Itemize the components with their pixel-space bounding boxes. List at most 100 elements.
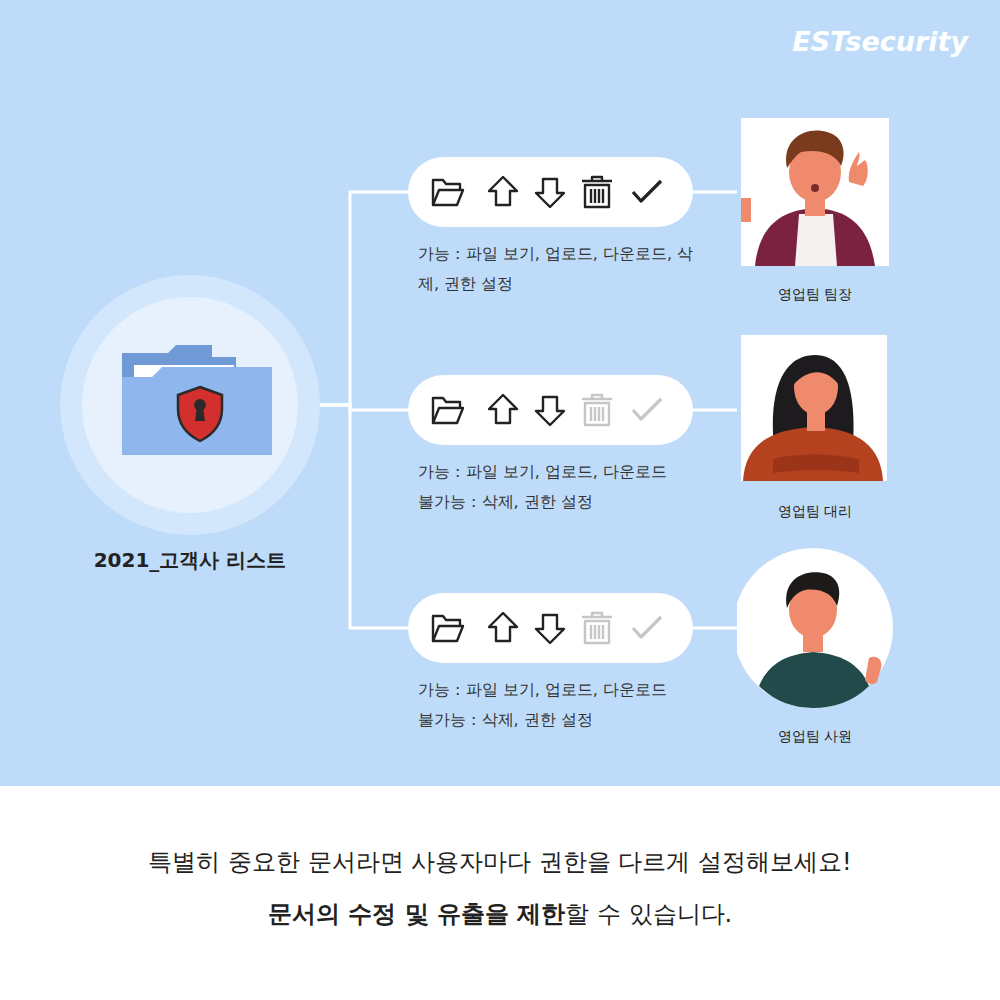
portrait-ground — [737, 548, 893, 708]
user-role: 영업팀 팀장 — [737, 286, 893, 304]
trash-stripe — [590, 625, 592, 639]
permission-pill: 가능 : 파일 보기, 업로드, 다운로드, 삭제, 권한 설정 — [408, 157, 708, 299]
trash-stripe — [598, 625, 600, 639]
trash-body — [585, 621, 609, 643]
keyhole-stem — [195, 407, 205, 421]
trash-stripe — [594, 407, 596, 421]
user-node: 영업팀 팀장 — [737, 118, 893, 304]
trash-stripe — [594, 625, 596, 639]
hand — [849, 152, 868, 186]
connector — [693, 191, 737, 194]
caption-block: 특별히 중요한 문서라면 사용자마다 권한을 다르게 설정해보세요! 문서의 수정… — [0, 840, 1000, 936]
connector — [320, 405, 408, 628]
inner-ring — [82, 297, 298, 513]
pill-box — [408, 375, 693, 445]
caption: 특별히 중요한 문서라면 사용자마다 권한을 다르게 설정해보세요! — [0, 840, 1000, 884]
permission-text: 불가능 : 삭제, 권한 설정 — [408, 705, 698, 735]
open-icon — [433, 180, 463, 205]
user-node: 영업팀 사원 — [737, 548, 893, 746]
hair — [786, 572, 839, 608]
check — [633, 617, 661, 637]
permission-text: 가능 : 파일 보기, 업로드, 다운로드 — [408, 457, 698, 487]
permission-text: 가능 : 파일 보기, 업로드, 다운로드 — [408, 675, 698, 705]
portrait — [737, 548, 893, 708]
arrow-up — [489, 395, 517, 423]
check — [633, 181, 661, 201]
sweater — [743, 427, 883, 481]
trash-lid — [582, 395, 612, 399]
upload-icon — [489, 613, 517, 641]
permission-icons — [408, 593, 693, 663]
permission-icon — [633, 181, 661, 201]
document-title: 2021_고객사 리스트 — [60, 547, 320, 574]
trash-stripe — [602, 625, 604, 639]
delete-icon — [582, 613, 612, 643]
upload-icon — [489, 395, 517, 423]
trash-stripe — [590, 189, 592, 203]
download-icon — [536, 179, 564, 207]
arrow-down — [536, 615, 564, 643]
delete-icon — [582, 177, 612, 207]
trash-lid — [582, 177, 612, 181]
trash-stripe — [594, 189, 596, 203]
portrait — [737, 118, 893, 278]
permission-icons — [408, 375, 693, 445]
trash-stripe — [598, 407, 600, 421]
pill-box — [408, 593, 693, 663]
arrow-down — [536, 179, 564, 207]
arms — [773, 455, 859, 474]
arrow-up — [489, 613, 517, 641]
download-icon — [536, 397, 564, 425]
shield — [178, 387, 222, 441]
upload-icon — [489, 177, 517, 205]
trash-body — [585, 185, 609, 207]
sweater — [759, 652, 869, 708]
caption-line: 문서의 수정 및 유출을 제한할 수 있습니다. — [0, 892, 1000, 936]
jacket — [755, 208, 875, 266]
hair-front — [793, 357, 839, 385]
portrait — [737, 335, 893, 495]
pill-box — [408, 157, 693, 227]
trash-lid — [582, 613, 612, 617]
hand — [865, 657, 881, 684]
hair — [786, 131, 844, 169]
folder-flap — [433, 190, 463, 205]
folder-icon — [122, 345, 272, 455]
mouth — [811, 184, 819, 192]
permission-pill: 가능 : 파일 보기, 업로드, 다운로드불가능 : 삭제, 권한 설정 — [408, 593, 708, 735]
permission-text: 가능 : 파일 보기, 업로드, 다운로드, 삭제, 권한 설정 — [408, 239, 698, 299]
permission-text: 불가능 : 삭제, 권한 설정 — [408, 487, 698, 517]
open-icon — [433, 616, 463, 641]
check — [633, 399, 661, 419]
permission-icon — [633, 617, 661, 637]
folder-flap — [433, 408, 463, 423]
trash-stripe — [598, 189, 600, 203]
trash-stripe — [602, 189, 604, 203]
permission-icons — [408, 157, 693, 227]
outer-ring — [60, 275, 320, 535]
permission-pill: 가능 : 파일 보기, 업로드, 다운로드불가능 : 삭제, 권한 설정 — [408, 375, 708, 517]
user-role: 영업팀 사원 — [737, 728, 893, 746]
edge-hand — [741, 198, 751, 222]
download-icon — [536, 615, 564, 643]
emphasis-text: 문서의 수정 및 유출을 제한 — [268, 900, 565, 928]
folder-flap — [433, 626, 463, 641]
connector — [320, 192, 408, 405]
trash-body — [585, 403, 609, 425]
trash-stripe — [602, 407, 604, 421]
permission-icon — [633, 399, 661, 419]
connector — [693, 627, 737, 630]
shirt — [795, 214, 837, 266]
delete-icon — [582, 395, 612, 425]
document-node: 2021_고객사 리스트 — [60, 275, 320, 574]
user-role: 영업팀 대리 — [737, 503, 893, 521]
portrait-ground — [741, 118, 889, 266]
connector — [693, 409, 737, 412]
caption-text: 할 수 있습니다. — [565, 900, 732, 928]
arrow-down — [536, 397, 564, 425]
folder-circle — [60, 275, 320, 535]
portrait-ground — [741, 335, 887, 481]
user-node: 영업팀 대리 — [737, 335, 893, 521]
brand-logo: ESTsecurity — [792, 26, 968, 57]
